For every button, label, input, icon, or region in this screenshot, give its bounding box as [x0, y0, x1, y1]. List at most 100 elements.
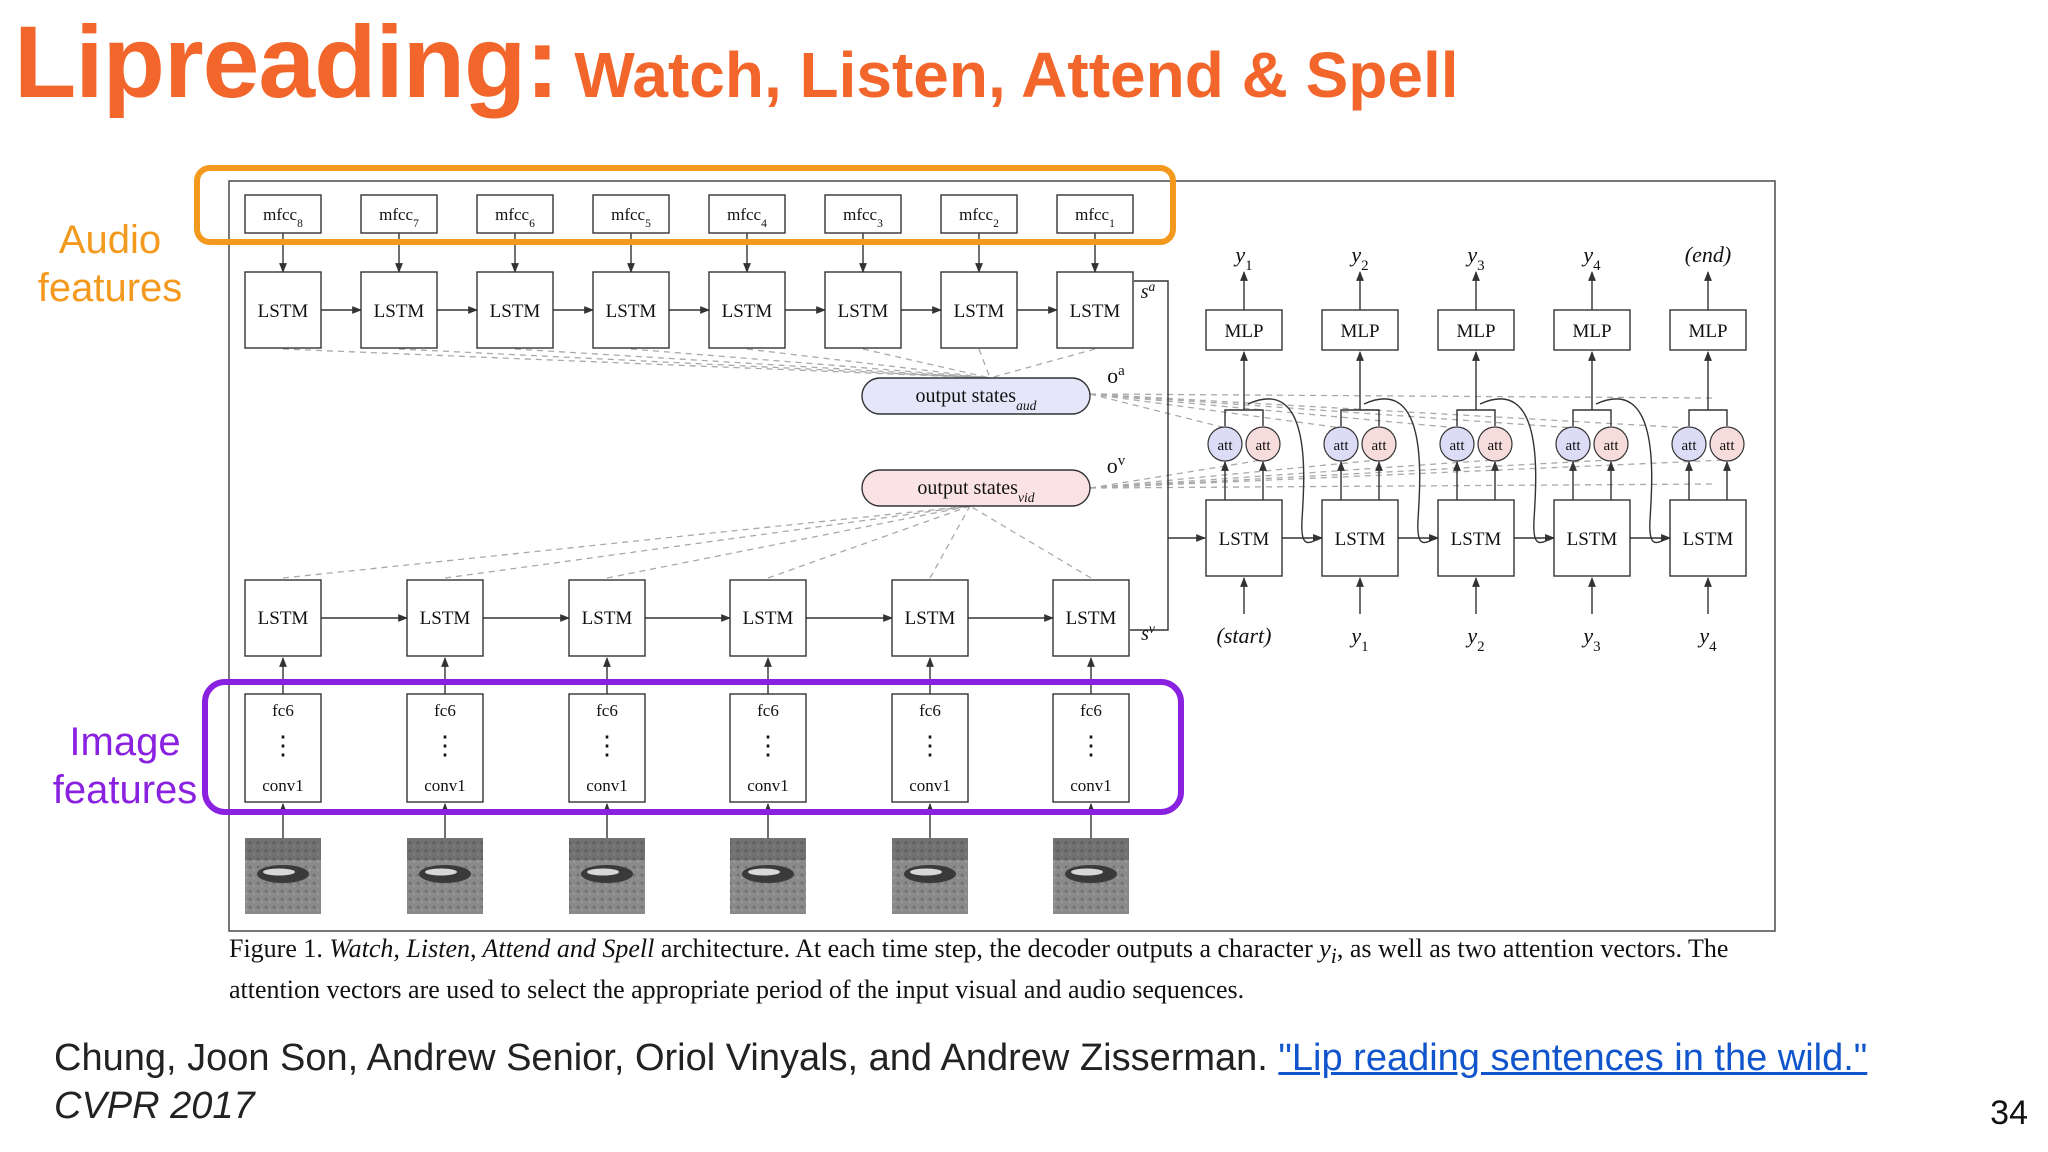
figure-frame [228, 180, 1776, 932]
title-main: Lipreading: [14, 5, 559, 119]
o-v-label: ov [1107, 453, 1126, 478]
output-token: y1 [1233, 242, 1252, 274]
mfcc-label: mfcc7 [379, 205, 419, 230]
citation: Chung, Joon Son, Andrew Senior, Oriol Vi… [54, 1034, 1954, 1130]
att-aud [1439, 426, 1475, 462]
video-lstm [1052, 579, 1130, 657]
video-lstm [729, 579, 807, 657]
att-aud-label: att [1450, 438, 1466, 454]
title-subtitle: Watch, Listen, Attend & Spell [574, 39, 1459, 111]
context-feed [1479, 398, 1555, 544]
mfcc-box [592, 194, 670, 234]
mouth-teeth [748, 868, 780, 876]
output-token: y2 [1349, 242, 1368, 274]
audio-lstm-label: LSTM [722, 301, 773, 322]
o-a-label: oa [1107, 363, 1125, 388]
decoder-lstm-label: LSTM [1451, 529, 1502, 550]
mfcc-box [1056, 194, 1134, 234]
state-a-label: sa [1141, 279, 1156, 304]
att-merge [1224, 409, 1264, 426]
decoder-lstm [1437, 499, 1515, 577]
audio-lstm [1056, 271, 1134, 349]
cnn-box [568, 693, 646, 803]
mfcc-label: mfcc5 [611, 205, 651, 230]
input-token: y2 [1465, 623, 1484, 655]
cnn-dots: ⋮ [1078, 731, 1104, 760]
attention-link [1089, 393, 1343, 429]
mfcc-box [708, 194, 786, 234]
audio-lstm-label: LSTM [954, 301, 1005, 322]
caption-var-sub: i [1330, 944, 1337, 969]
att-aud-label: att [1682, 438, 1698, 454]
attention-link [969, 505, 1092, 579]
conv1-label: conv1 [586, 776, 628, 795]
image-label-line1: Image [69, 720, 181, 764]
mfcc-label: mfcc3 [843, 205, 883, 230]
mouth-shadow [407, 838, 483, 860]
mfcc-label: mfcc2 [959, 205, 999, 230]
caption-italic: Watch, Listen, Attend and Spell [329, 934, 655, 963]
connection-lines [279, 233, 1731, 838]
att-aud-label: att [1334, 438, 1350, 454]
citation-authors: Chung, Joon Son, Andrew Senior, Oriol Vi… [54, 1037, 1279, 1079]
mouth-shadow [569, 838, 645, 860]
audio-lstm [476, 271, 554, 349]
att-vid-label: att [1488, 438, 1504, 454]
mlp-label: MLP [1224, 321, 1263, 342]
attention-link [282, 505, 971, 579]
att-aud [1207, 426, 1243, 462]
input-token: y3 [1581, 623, 1600, 655]
att-vid-label: att [1604, 438, 1620, 454]
page-number: 34 [1990, 1094, 2028, 1132]
output-token: y4 [1581, 242, 1601, 274]
caption-label: Figure 1. [229, 934, 323, 963]
input-token: y1 [1349, 623, 1368, 655]
att-vid [1477, 426, 1513, 462]
att-aud [1671, 426, 1707, 462]
fc6-label: fc6 [919, 701, 941, 720]
output-token: y3 [1465, 242, 1484, 274]
attention-link [398, 348, 991, 379]
attention-link [989, 348, 1096, 379]
audio-lstm [824, 271, 902, 349]
video-lstm-label: LSTM [1066, 608, 1117, 629]
mlp-label: MLP [1340, 321, 1379, 342]
diagram-nodes: mfcc8LSTMmfcc7LSTMmfcc6LSTMmfcc5LSTMmfcc… [244, 194, 1747, 914]
conv1-label: conv1 [909, 776, 951, 795]
mouth-shadow [892, 838, 968, 860]
attention-link [929, 505, 971, 579]
attention-link [630, 348, 991, 379]
mlp-box [1553, 309, 1631, 351]
mfcc-label: mfcc1 [1075, 205, 1115, 230]
attention-link [444, 505, 971, 579]
audio-lstm-label: LSTM [838, 301, 889, 322]
video-lstm-label: LSTM [743, 608, 794, 629]
paper-link[interactable]: "Lip reading sentences in the wild." [1278, 1037, 1868, 1079]
decoder-lstm-label: LSTM [1567, 529, 1618, 550]
video-lstm-label: LSTM [420, 608, 471, 629]
video-lstm [244, 579, 322, 657]
mlp-box [1205, 309, 1283, 351]
att-vid [1709, 426, 1745, 462]
attention-link [282, 348, 991, 379]
audio-state-to-decoder [1134, 280, 1206, 542]
mouth-teeth [425, 868, 457, 876]
audio-lstm [940, 271, 1018, 349]
decoder-lstm [1205, 499, 1283, 577]
caption-text-2: , as well as two attention vectors. The … [229, 934, 1729, 1005]
mouth-teeth [1071, 868, 1103, 876]
audio-lstm-label: LSTM [258, 301, 309, 322]
cnn-dots: ⋮ [270, 731, 296, 760]
context-feed [1247, 398, 1323, 544]
att-vid-label: att [1256, 438, 1272, 454]
mfcc-label: mfcc8 [263, 205, 303, 230]
conv1-label: conv1 [424, 776, 466, 795]
fc6-label: fc6 [272, 701, 294, 720]
attention-link [1089, 459, 1379, 489]
image-features-highlight [202, 679, 1184, 815]
attention-link [1089, 459, 1727, 489]
context-feed [1363, 398, 1439, 544]
cnn-box [891, 693, 969, 803]
cnn-dots: ⋮ [594, 731, 620, 760]
